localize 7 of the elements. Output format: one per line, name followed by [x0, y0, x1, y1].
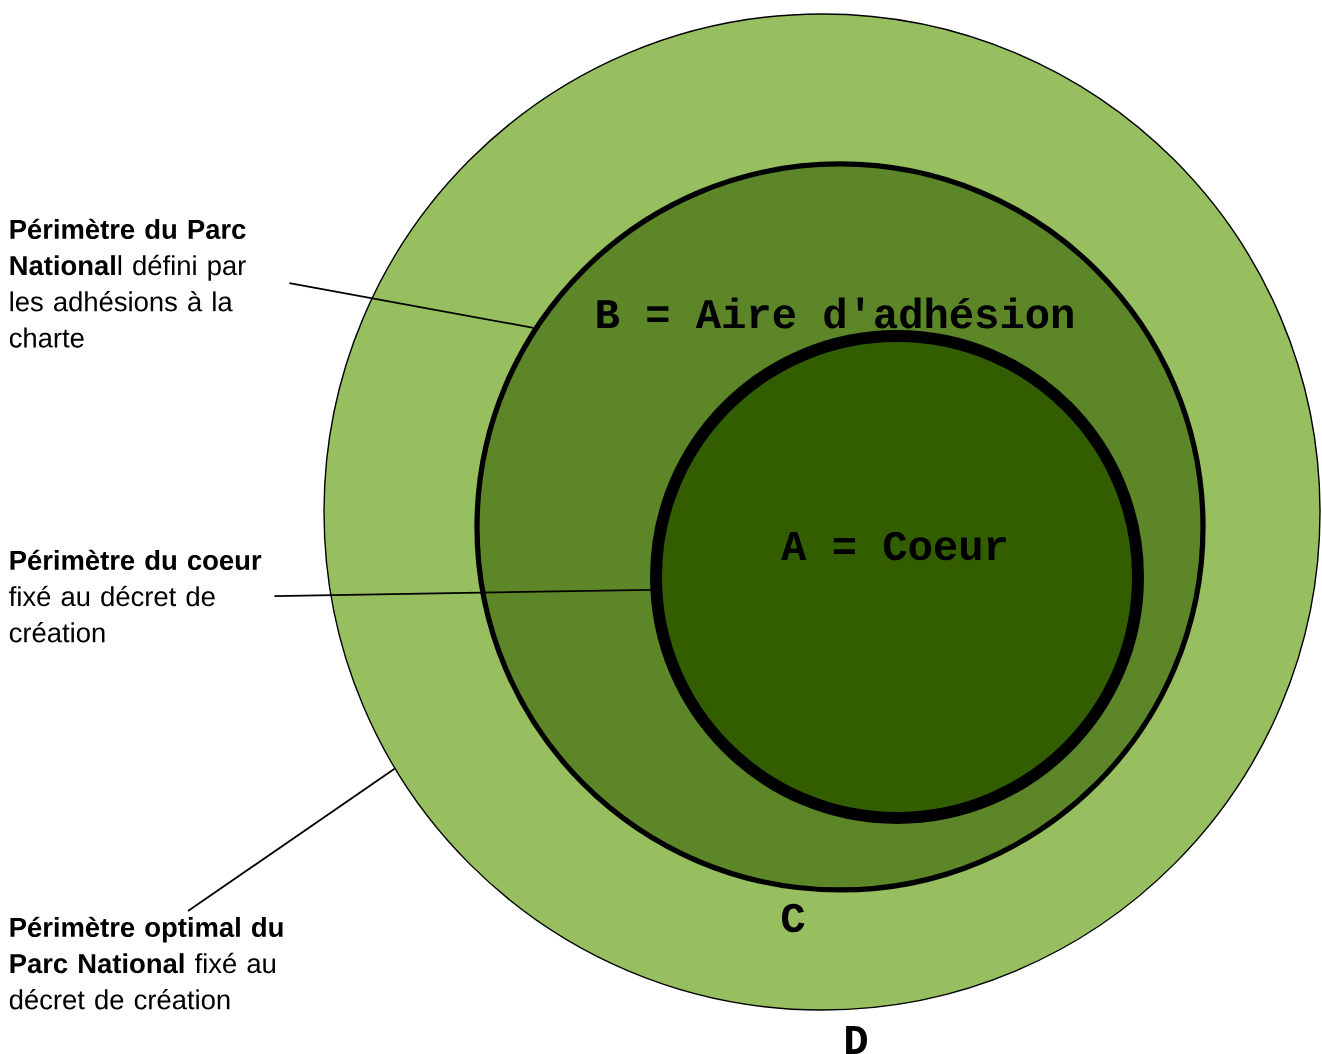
annotation-text: Périmètre du coeur fixé au décret de création [9, 549, 262, 643]
annotation-text: Périmètre optimal du Parc National fixé au décret de création [9, 916, 283, 1010]
leader-line [288, 282, 535, 329]
zone-letter: D [846, 1026, 867, 1054]
leader-line [273, 589, 652, 597]
annotation-text: Périmètre du Parc Nationall défini par les adhésions à la charte [9, 218, 246, 348]
leader-line [187, 767, 396, 912]
